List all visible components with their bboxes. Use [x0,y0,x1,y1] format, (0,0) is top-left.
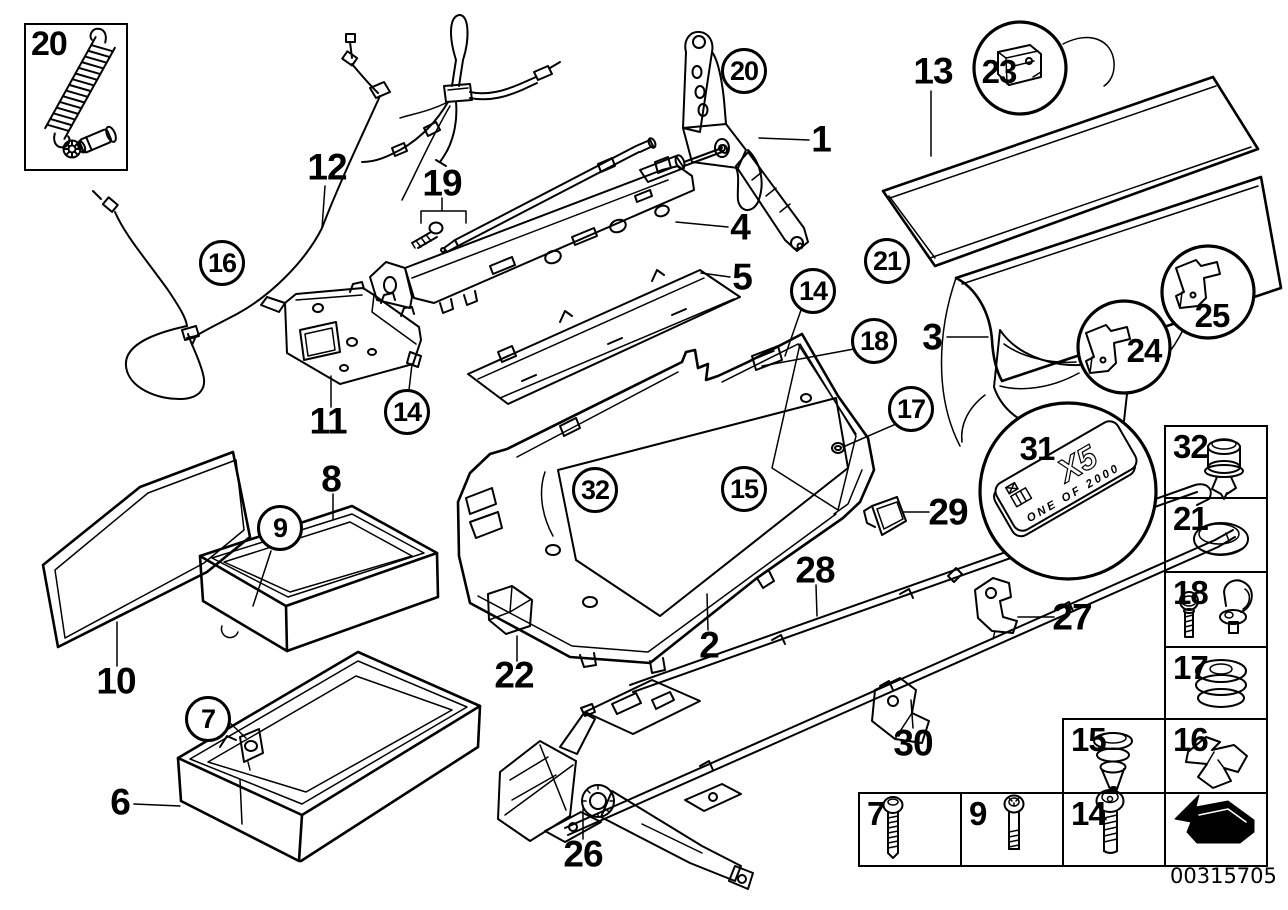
part-trim-strip-5 [467,269,741,405]
part-clip-plate-29 [863,496,907,536]
callout-18-circled[interactable]: 18 [851,318,897,364]
callout-6[interactable]: 6 [110,781,131,823]
legend-item-9[interactable]: 9 [960,792,1064,867]
callout-12[interactable]: 12 [307,146,347,188]
clamp-screw-icon [1179,579,1253,638]
part-retainer-bracket-7 [239,728,264,771]
legend-label-21: 21 [1173,500,1209,537]
legend-item-18[interactable]: 18 [1164,571,1268,648]
part-tension-spring [44,27,117,159]
callout-3[interactable]: 3 [922,316,943,358]
part-glovebox-lid-13 [881,75,1283,383]
callout-14-circled-b[interactable]: 14 [384,389,430,435]
callout-31[interactable]: 31 [1019,430,1056,467]
callout-11[interactable]: 11 [309,400,347,442]
part-lock-actuator-11 [260,281,422,385]
callout-13[interactable]: 13 [913,50,953,92]
callout-9-circled[interactable]: 9 [257,505,303,551]
part-damper-unit-26 [497,703,754,890]
diagram-code: 00315705 [1170,864,1277,888]
part-cable-check-strap-16 [92,190,205,401]
spring-clip-icon [1185,736,1248,789]
callout-4[interactable]: 4 [730,206,751,248]
callout-29[interactable]: 29 [928,491,968,533]
legend-label-18: 18 [1173,574,1209,611]
detail-circle-25 [1160,244,1256,340]
screw-short-icon [1003,794,1025,850]
part-guide-rail-30 [544,529,1236,843]
callout-17-circled[interactable]: 17 [888,386,934,432]
callout-22[interactable]: 22 [494,654,534,696]
legend-label-9: 9 [969,795,987,832]
part-spacer-22 [487,585,533,635]
legend-label-15: 15 [1071,721,1107,758]
legend-item-arrow[interactable] [1164,792,1268,867]
part-corner-bracket [871,677,930,744]
callout-27[interactable]: 27 [1052,596,1092,638]
part-actuating-rod-19 [411,137,657,253]
legend-label-16: 16 [1173,721,1209,758]
legend-item-16[interactable]: 16 [1164,718,1268,794]
part-bowden-cable-12 [186,33,391,346]
callout-7-circled[interactable]: 7 [185,696,231,742]
legend-item-17[interactable]: 17 [1164,646,1268,720]
callout-25[interactable]: 25 [1194,297,1231,334]
callout-15-circled[interactable]: 15 [721,466,767,512]
callout-14-circled-a[interactable]: 14 [790,268,836,314]
callout-19[interactable]: 19 [422,162,462,204]
callout-8[interactable]: 8 [321,458,342,500]
grommet-icon [1195,659,1247,708]
callout-5[interactable]: 5 [732,256,753,298]
callout-24[interactable]: 24 [1126,332,1163,369]
nav-arrow-icon[interactable] [1174,794,1255,844]
callout-10[interactable]: 10 [96,660,136,702]
callout-20-circled[interactable]: 20 [721,48,767,94]
callout-32-circled[interactable]: 32 [572,467,618,513]
callout-23[interactable]: 23 [981,53,1018,90]
screw-pan-icon [1095,789,1125,854]
screw-long-icon [882,796,904,859]
leader-lines [116,90,1055,840]
callout-1[interactable]: 1 [811,118,832,160]
legend-label-14: 14 [1071,795,1107,832]
legend-label-7: 7 [867,795,885,832]
legend-item-7[interactable]: 7 [858,792,962,867]
callout-20-inset[interactable]: 20 [31,25,68,63]
callout-21-circled[interactable]: 21 [864,238,910,284]
part-partition-panel-10 [41,450,252,649]
detail-circle-23 [972,20,1068,116]
legend-item-15[interactable]: 15 [1062,718,1166,794]
part-hinge-1 [682,30,809,252]
callout-28[interactable]: 28 [795,549,835,591]
part-insert-tray-8 [198,504,440,653]
bump-stop-icon [1204,438,1244,500]
callout-26[interactable]: 26 [563,833,603,875]
legend-item-21[interactable]: 21 [1164,497,1268,573]
legend-item-32[interactable]: 32 [1164,425,1268,499]
part-mount-bracket-27 [974,577,1018,640]
part-wiring-harness [361,14,561,201]
legend-label-17: 17 [1173,649,1209,686]
callout-2[interactable]: 2 [699,624,720,666]
part-glovebox-housing-2 [456,332,876,674]
part-support-rail-4 [369,144,729,314]
legend-label-32: 32 [1173,428,1209,465]
legend-item-14[interactable]: 14 [1062,792,1166,867]
cover-cap-icon [1193,522,1249,556]
callout-16-circled[interactable]: 16 [199,240,245,286]
detail-circle-24 [1076,299,1172,395]
part-storage-box-6 [176,650,482,863]
detail-circle-31: X5 ONE OF 2000 [978,401,1158,581]
inset-box-spring [24,23,128,171]
callout-30[interactable]: 30 [893,722,933,764]
